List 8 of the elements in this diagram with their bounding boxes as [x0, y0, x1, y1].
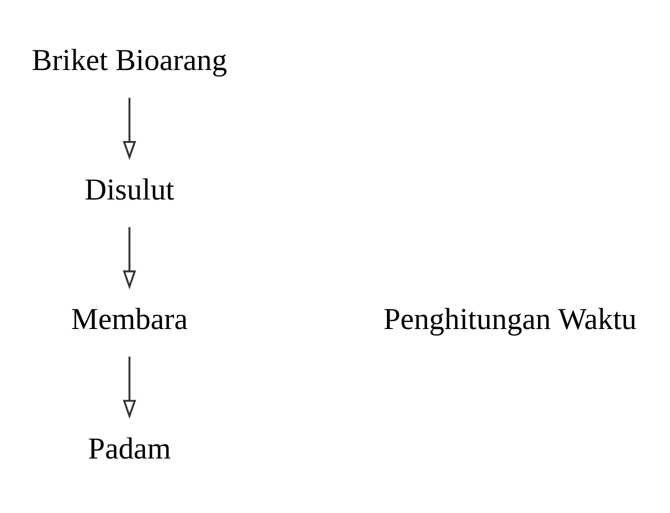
- node-text: Membara: [71, 301, 188, 336]
- node-text: Disulut: [84, 172, 174, 206]
- node-text: Padam: [88, 430, 171, 465]
- label: Penghitungan Waktu: [384, 301, 637, 336]
- arrow: [122, 226, 136, 289]
- arrow: [122, 356, 136, 418]
- node-text: Briket Bioarang: [32, 42, 228, 77]
- arrow: [122, 97, 136, 160]
